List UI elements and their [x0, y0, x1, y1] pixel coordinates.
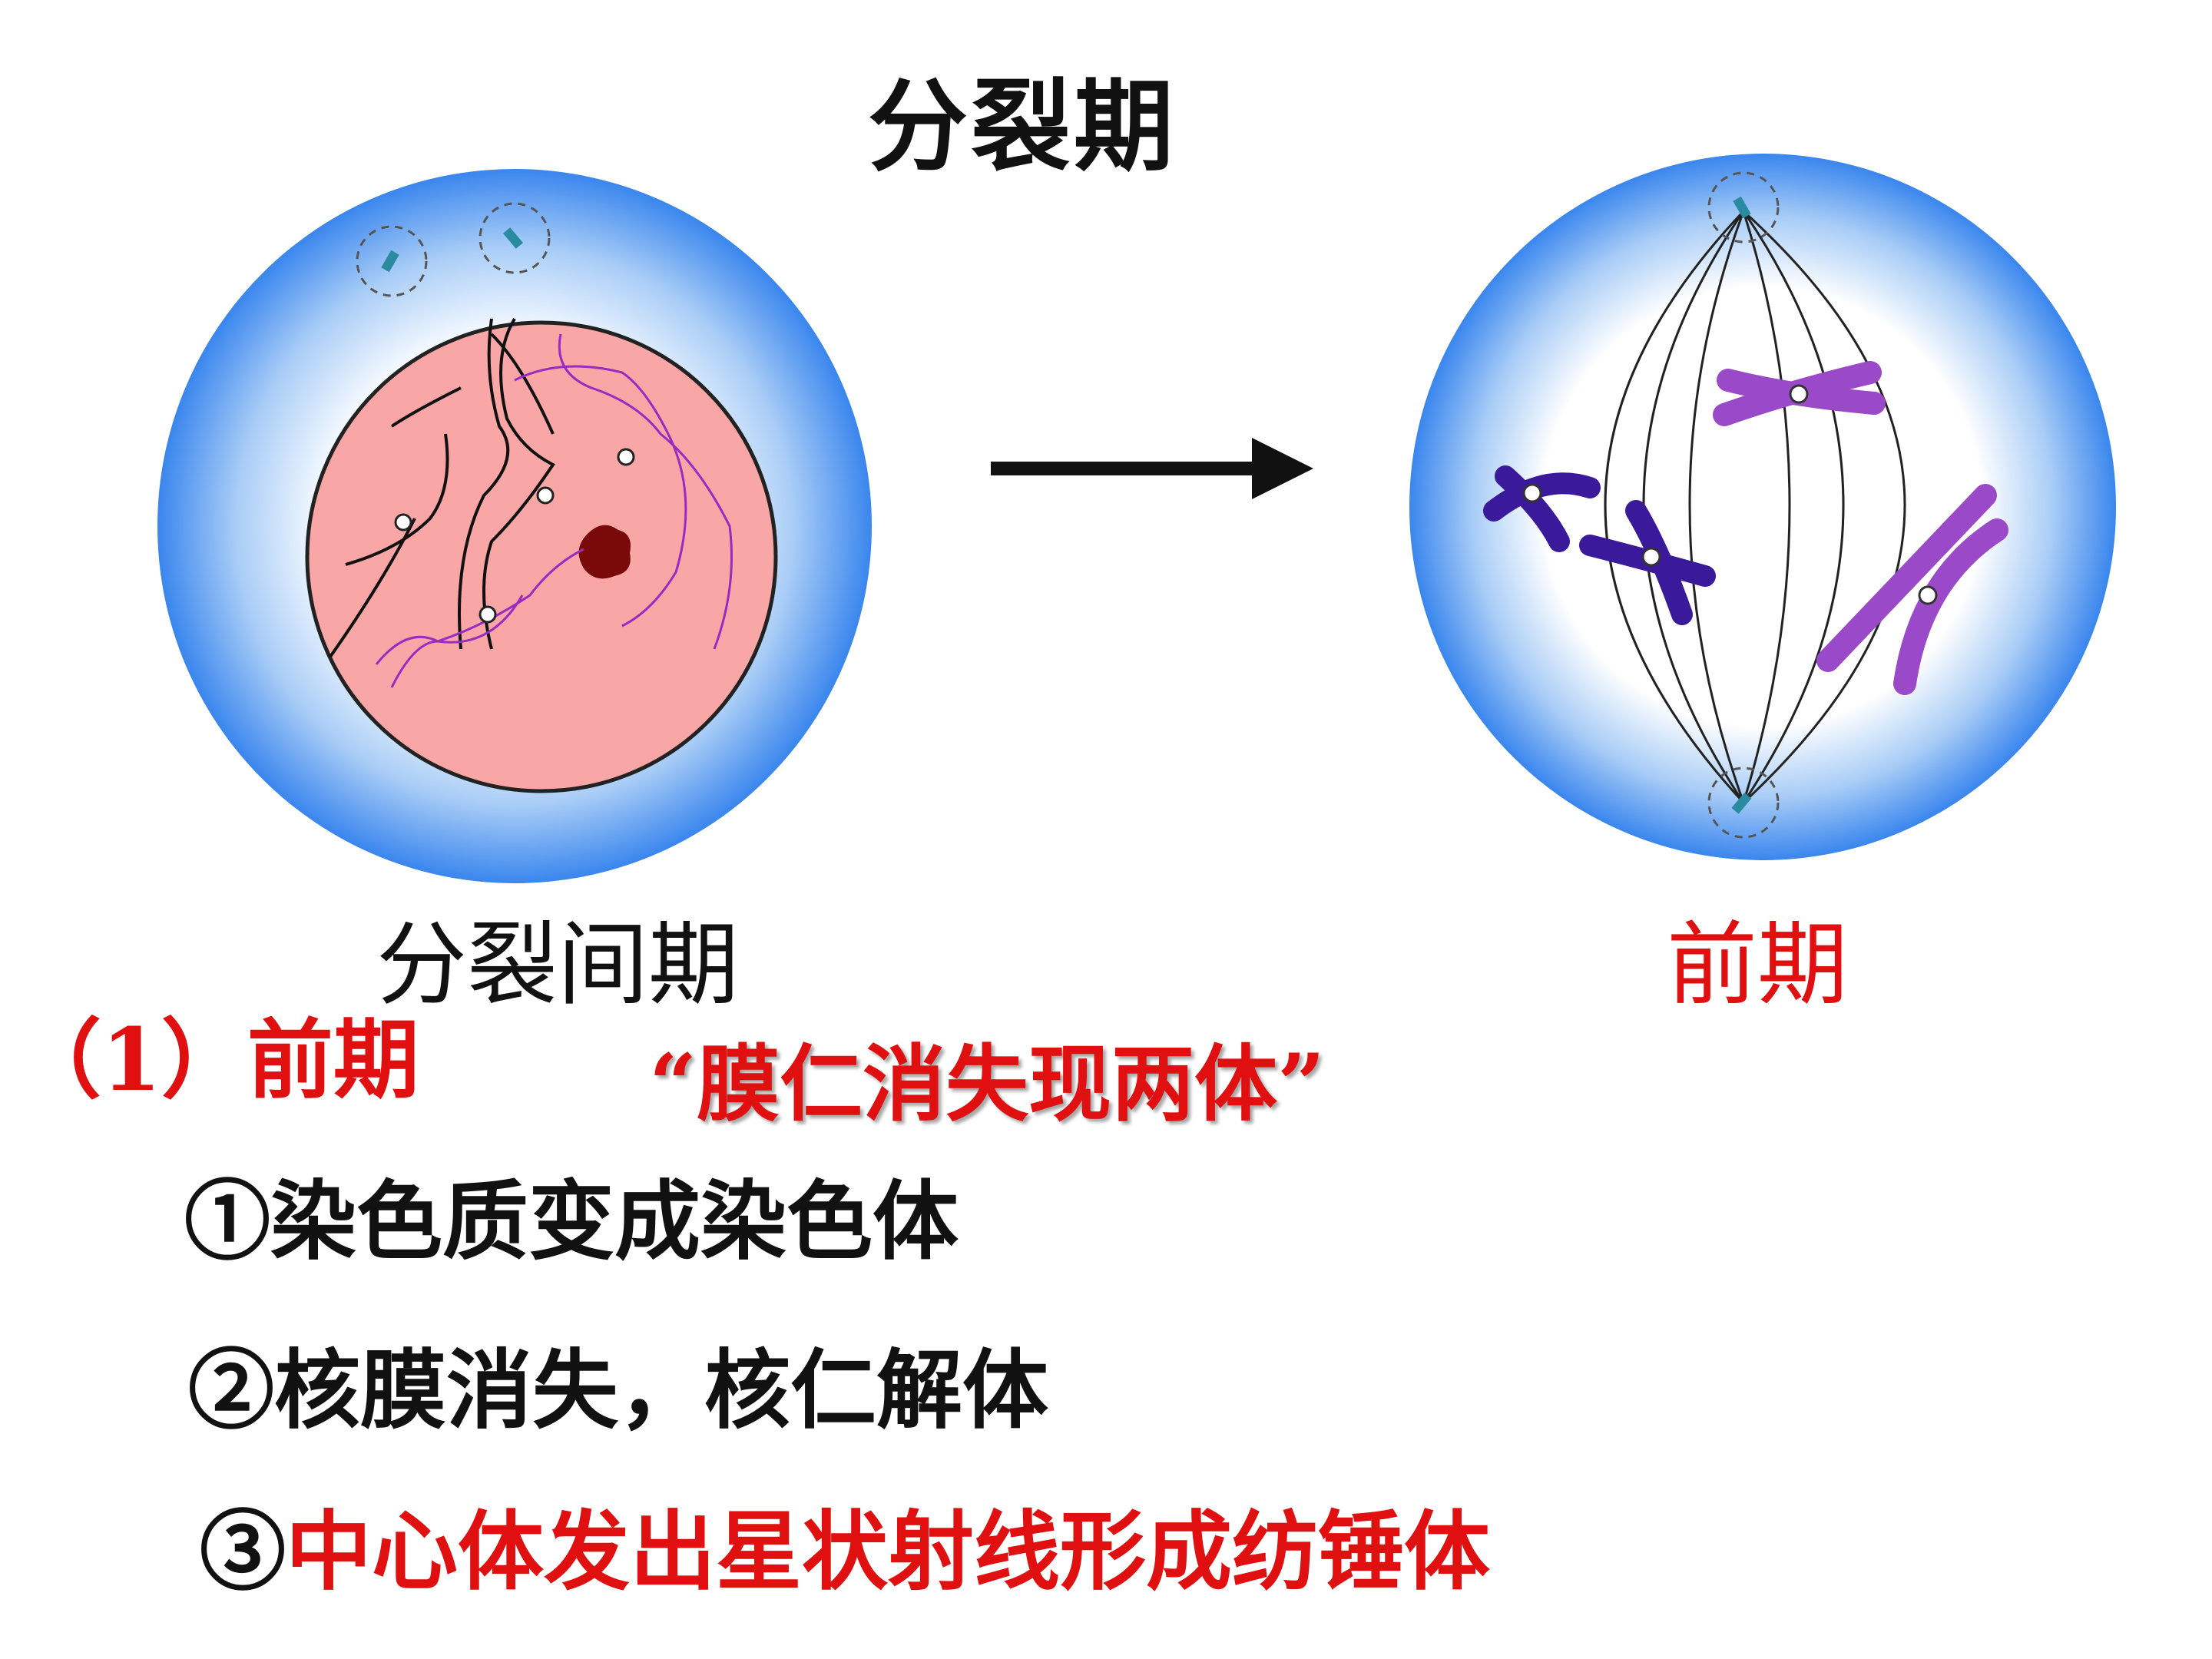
page-title: 分裂期	[868, 68, 1177, 185]
point-3-marker: ③	[200, 1502, 286, 1602]
interphase-cell	[157, 169, 872, 883]
centriole-icon	[356, 202, 551, 297]
section-heading: （1）前期	[15, 1010, 419, 1111]
prophase-label: 前期	[1667, 912, 1849, 1018]
cell-membrane	[1409, 154, 2116, 860]
nucleolus	[578, 525, 631, 579]
mnemonic-slogan: “膜仁消失现两体”	[649, 1036, 1326, 1133]
point-1: ①染色质变成染色体	[184, 1171, 959, 1272]
point-2: ②核膜消失，核仁解体	[188, 1340, 1048, 1441]
right-arrow-icon	[991, 438, 1313, 499]
spindle-fibers	[1604, 210, 1906, 804]
prophase-cell	[1409, 154, 2116, 860]
nucleus	[305, 320, 778, 793]
interphase-label: 分裂间期	[376, 912, 740, 1018]
point-3: ③中心体发出星状射线形成纺锤体	[200, 1482, 1490, 1607]
point-3-text: 中心体发出星状射线形成纺锤体	[286, 1502, 1490, 1602]
